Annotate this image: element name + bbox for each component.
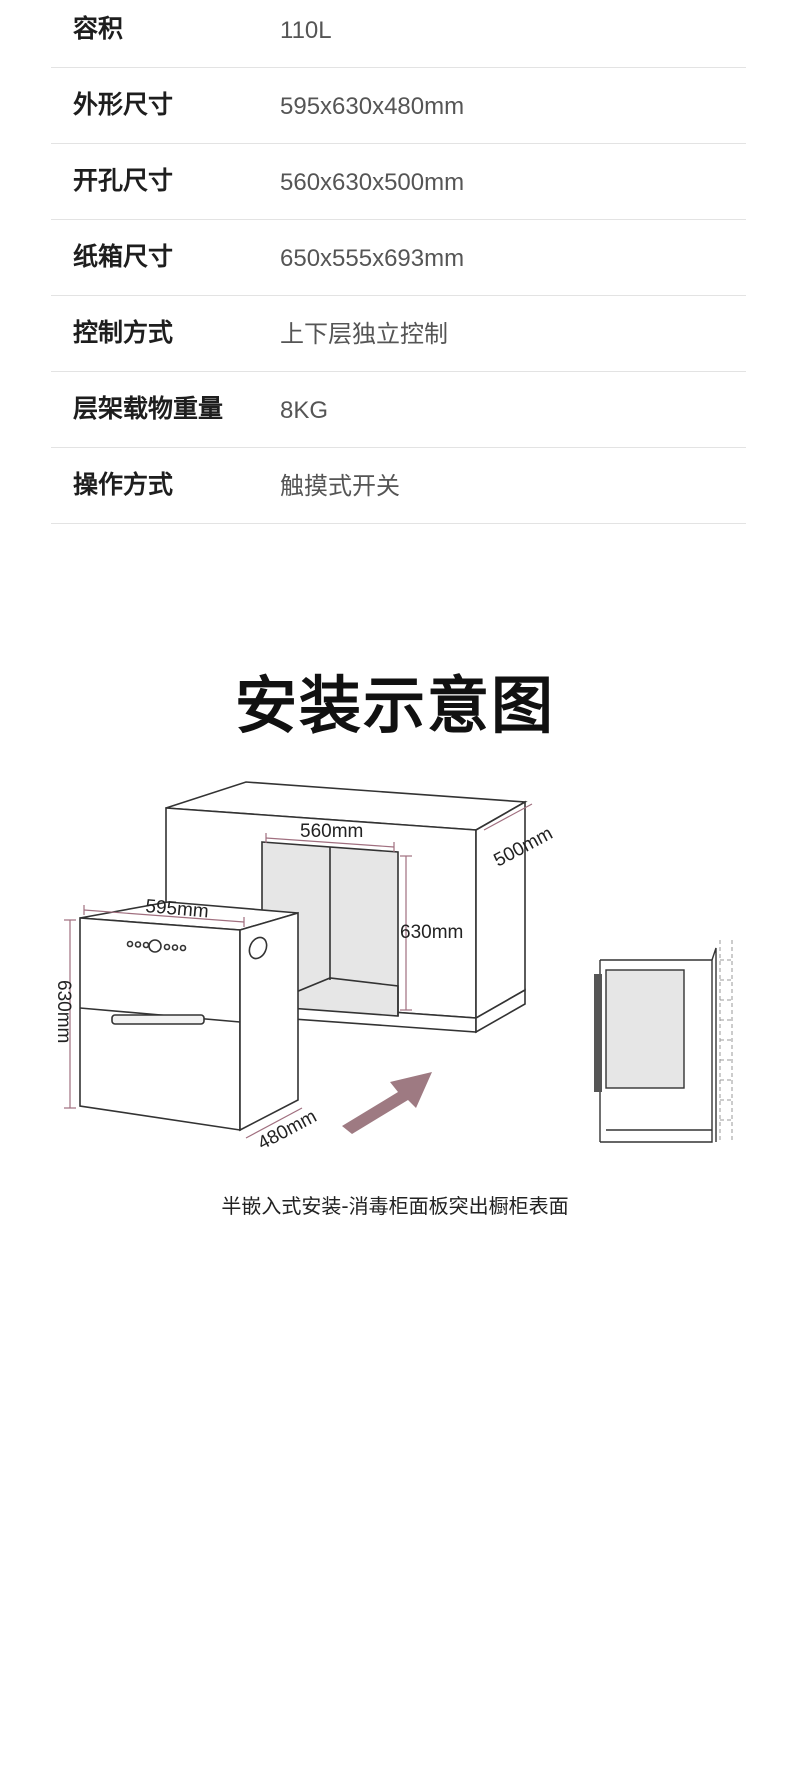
spec-label: 外形尺寸 [73, 90, 174, 119]
dimension-lines [64, 803, 533, 1139]
spec-value: 8KG [280, 397, 329, 424]
section-title: 安装示意图 [234, 669, 555, 742]
unit-height-label: 630mm [53, 980, 74, 1043]
spec-label: 开孔尺寸 [73, 166, 174, 195]
spec-value: 触摸式开关 [280, 473, 400, 500]
spec-table: 容积 110L 外形尺寸 595x630x480mm 开孔尺寸 560x630x… [51, 0, 746, 524]
spec-row: 纸箱尺寸 650x555x693mm [51, 220, 746, 296]
cabinet-width-label: 560mm [300, 821, 363, 842]
spec-label: 操作方式 [73, 470, 174, 499]
spec-label: 容积 [73, 14, 124, 43]
insert-direction-arrow [342, 1072, 432, 1134]
spec-label: 控制方式 [73, 318, 174, 347]
cabinet-height-label: 630mm [400, 922, 463, 943]
installation-diagram: 560mm 500mm 630mm 595mm 630mm 480mm [53, 781, 733, 1150]
spec-label: 层架载物重量 [73, 394, 224, 423]
spec-value: 560x630x500mm [280, 169, 465, 196]
spec-value: 650x555x693mm [280, 245, 465, 272]
disinfection-cabinet-illustration [79, 901, 299, 1132]
spec-row: 操作方式 触摸式开关 [51, 448, 746, 524]
spec-row: 层架载物重量 8KG [51, 372, 746, 448]
side-section-illustration [594, 947, 717, 1143]
diagram-caption: 半嵌入式安装-消毒柜面板突出橱柜表面 [221, 1194, 569, 1218]
spec-value: 595x630x480mm [280, 93, 465, 120]
spec-row: 开孔尺寸 560x630x500mm [51, 144, 746, 220]
spec-row: 外形尺寸 595x630x480mm [51, 68, 746, 144]
spec-label: 纸箱尺寸 [73, 242, 174, 271]
wall-tiles [719, 940, 733, 1142]
spec-value: 上下层独立控制 [280, 321, 448, 348]
spec-row: 控制方式 上下层独立控制 [51, 296, 746, 372]
spec-row: 容积 110L [51, 0, 746, 68]
spec-value: 110L [280, 17, 332, 44]
